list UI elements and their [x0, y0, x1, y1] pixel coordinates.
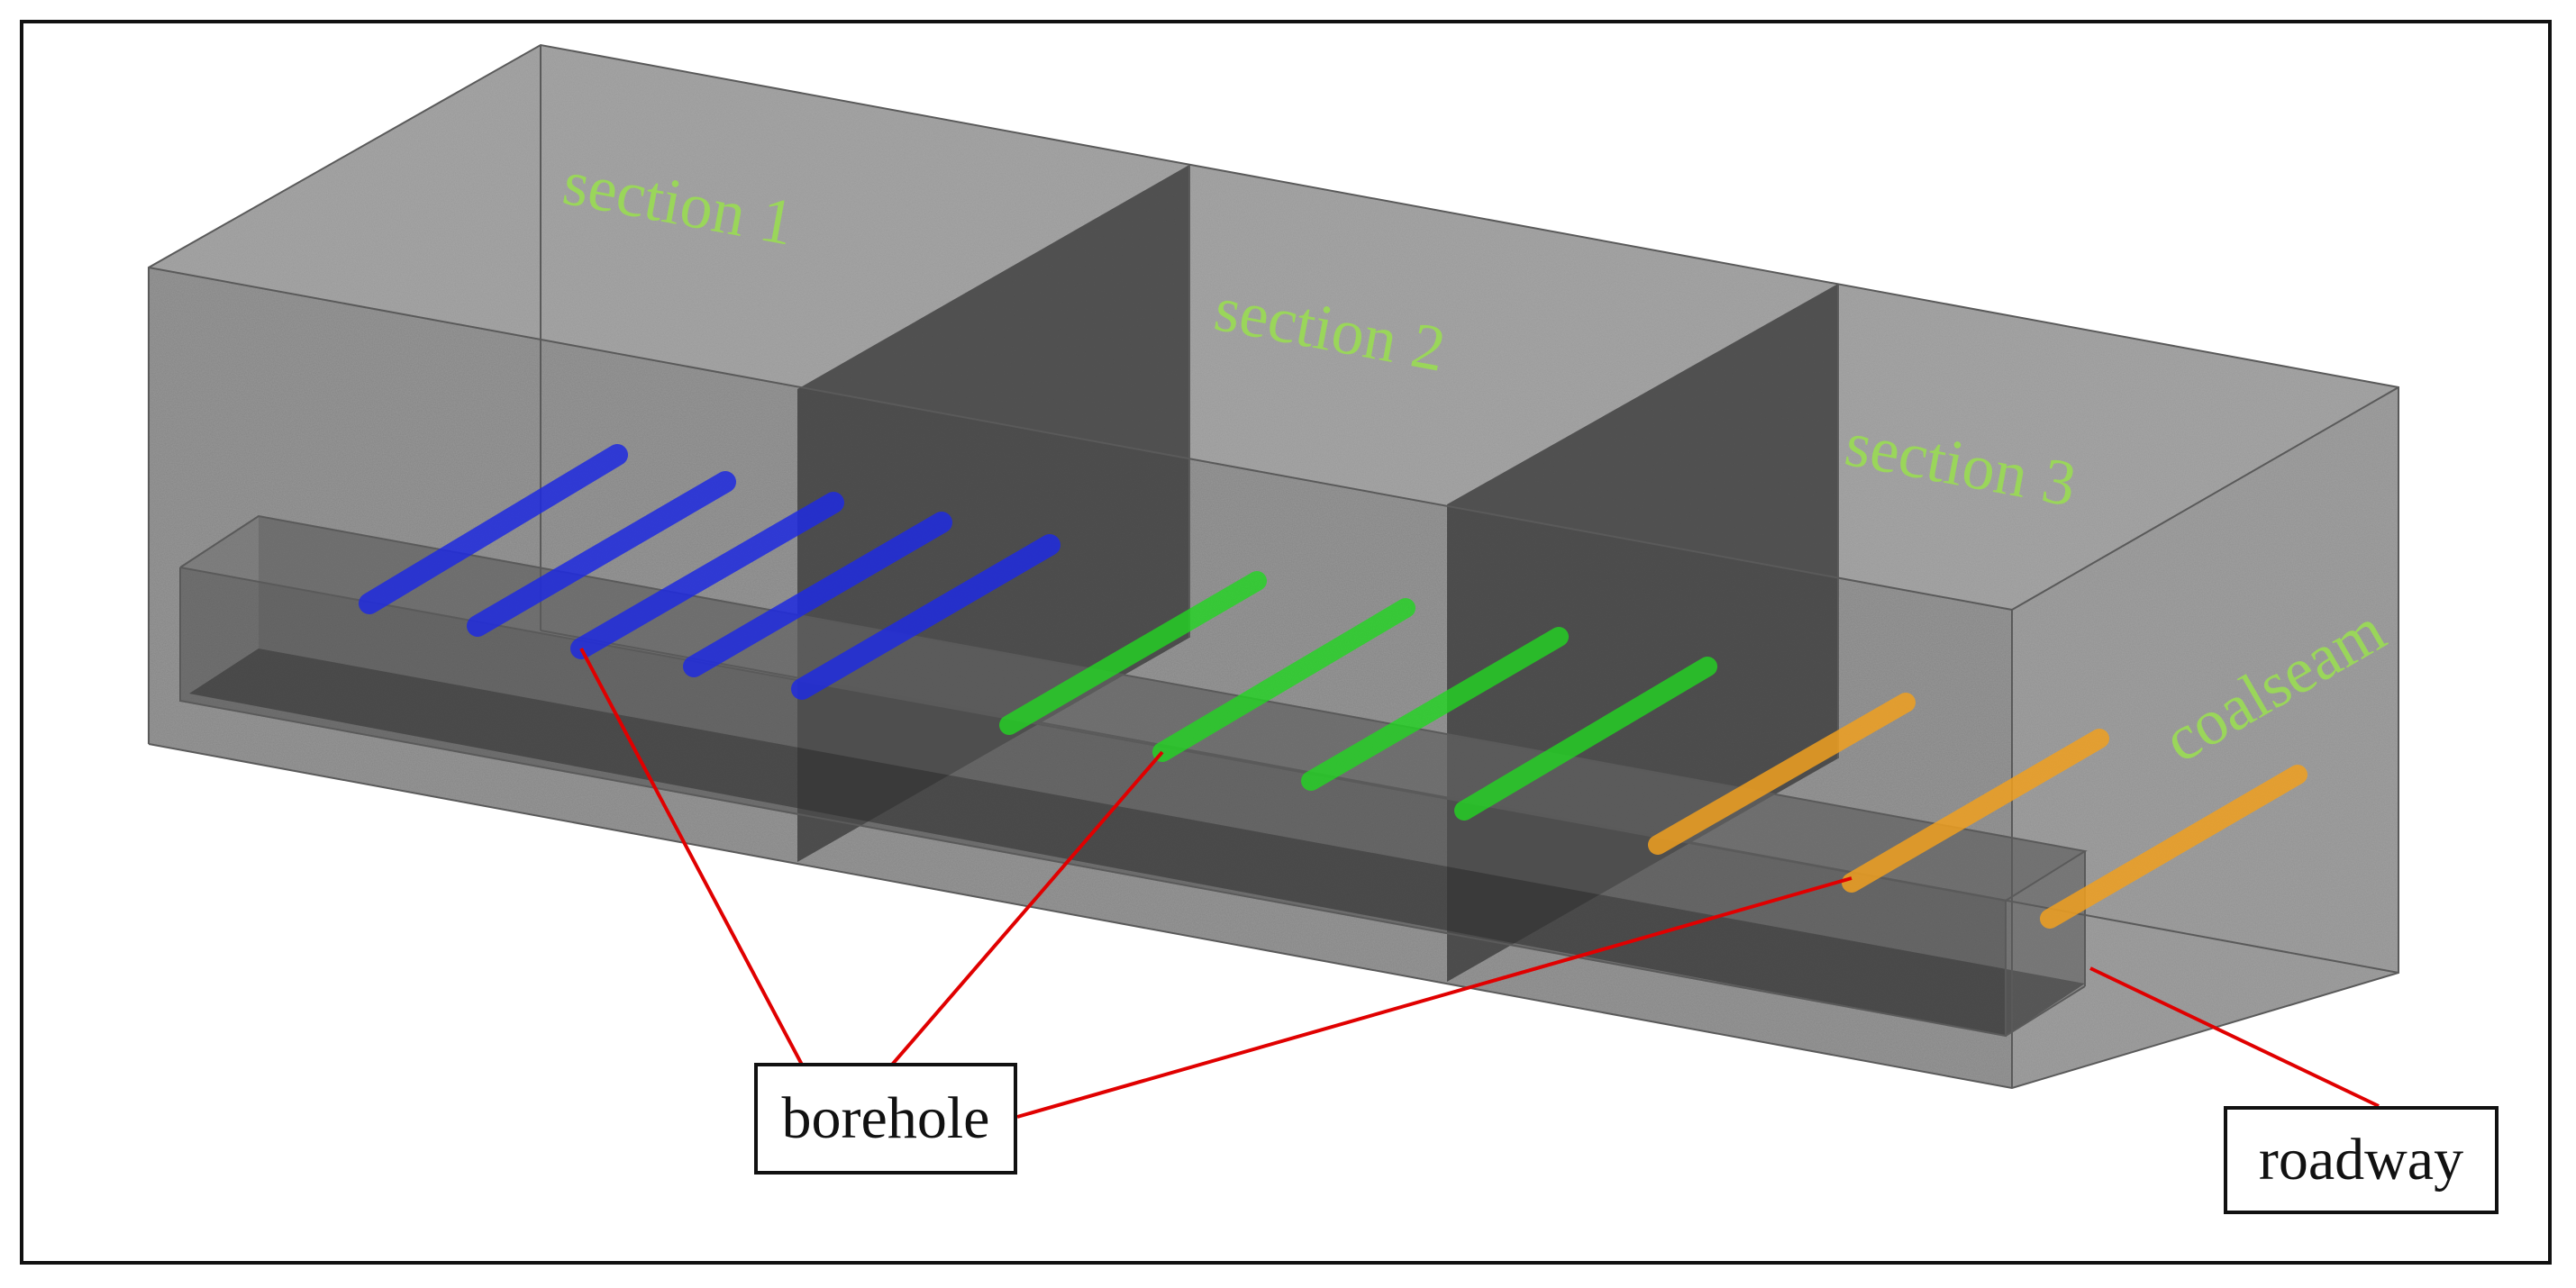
- roadway-floor: [189, 649, 2085, 1036]
- borehole-callout: borehole: [754, 1063, 1017, 1175]
- section-2-boreholes: [999, 571, 1717, 821]
- borehole: [683, 512, 952, 677]
- borehole: [999, 571, 1267, 735]
- borehole: [467, 471, 736, 637]
- section-3-boreholes: [1648, 693, 2307, 929]
- leader-line-roadway: [2089, 966, 2380, 1108]
- leader-line-borehole-3: [1016, 876, 1852, 1119]
- borehole: [1842, 729, 2109, 893]
- borehole: [1152, 598, 1415, 762]
- leader-line-borehole-1: [579, 648, 804, 1066]
- borehole: [570, 492, 844, 659]
- roadway-label: roadway: [2258, 1127, 2464, 1193]
- borehole-label: borehole: [781, 1085, 990, 1151]
- borehole: [359, 444, 628, 614]
- leader-lines: [579, 648, 2380, 1119]
- borehole: [1648, 693, 1916, 855]
- borehole: [791, 534, 1060, 700]
- borehole: [1301, 627, 1569, 791]
- section-1-boreholes: [359, 444, 1060, 700]
- borehole: [1454, 657, 1717, 821]
- leader-line-borehole-2: [890, 750, 1164, 1066]
- roadway-callout: roadway: [2224, 1106, 2499, 1214]
- borehole: [2040, 765, 2307, 929]
- figure-frame: [20, 20, 2552, 1265]
